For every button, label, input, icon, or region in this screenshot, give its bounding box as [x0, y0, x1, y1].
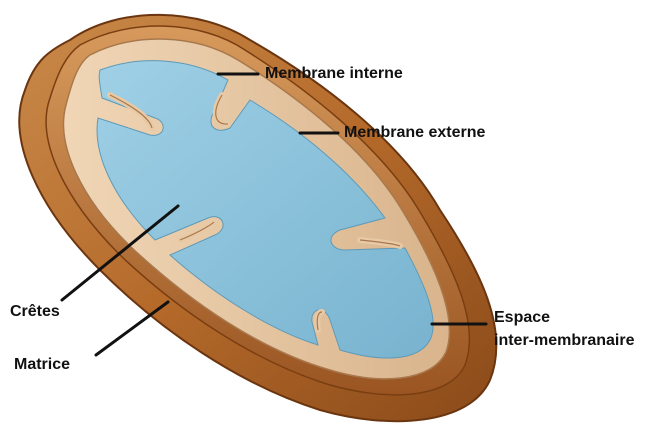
leader-matrix — [96, 302, 168, 355]
label-outer-membrane: Membrane externe — [344, 123, 485, 142]
label-intermembrane-space-line2: inter-membranaire — [494, 331, 635, 350]
label-cristae: Crêtes — [10, 302, 60, 321]
label-intermembrane-space-line1: Espace — [494, 308, 550, 327]
label-matrix: Matrice — [14, 355, 70, 374]
label-inner-membrane: Membrane interne — [265, 64, 403, 83]
